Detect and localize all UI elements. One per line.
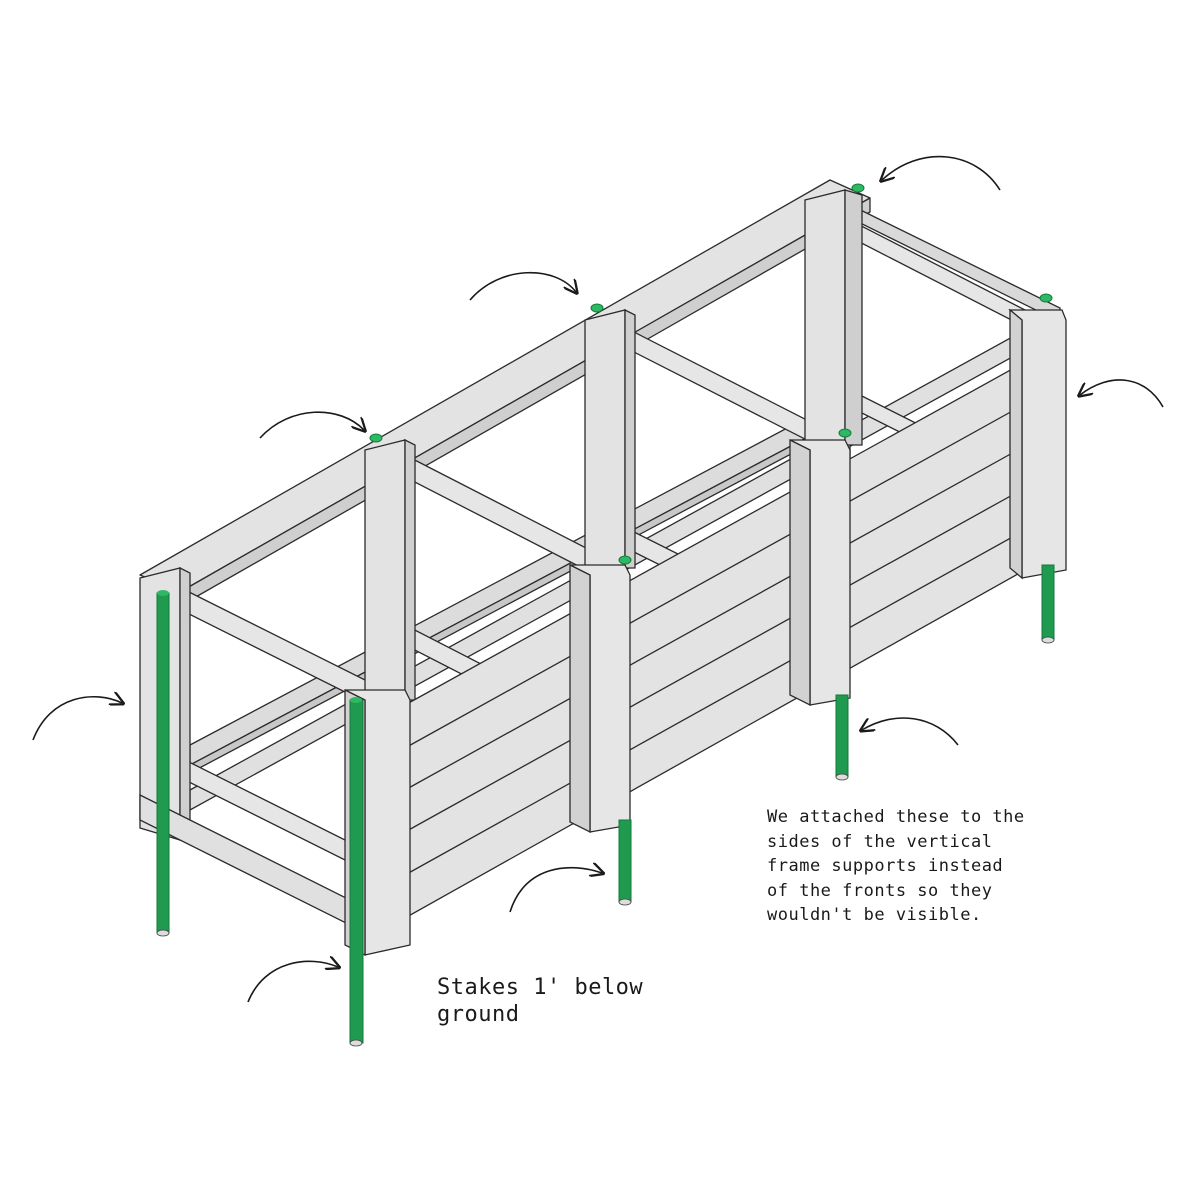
stakes-note: Stakes 1' below ground	[437, 974, 737, 1028]
left-end-frame	[139, 566, 371, 937]
stakes-note-line-1: Stakes 1' below	[437, 975, 644, 1000]
attachment-note-line-3: frame supports instead	[767, 856, 1004, 876]
front-slat-wall	[404, 360, 1026, 920]
stakes-note-line-2: ground	[437, 1002, 520, 1027]
attachment-note-line-2: sides of the vertical	[767, 831, 993, 852]
top-right-side-rail	[829, 193, 1061, 324]
green-metal-stake-icons	[156, 183, 1055, 1047]
attachment-note-line-4: of the fronts so they	[767, 880, 993, 901]
attachment-note: We attached these to the sides of the ve…	[767, 805, 1087, 928]
curved-arrow-icons	[32, 155, 1164, 1003]
back-posts	[364, 189, 863, 713]
attachment-note-line-1: We attached these to the	[767, 807, 1025, 827]
attachment-note-line-5: wouldn't be visible.	[767, 905, 982, 925]
